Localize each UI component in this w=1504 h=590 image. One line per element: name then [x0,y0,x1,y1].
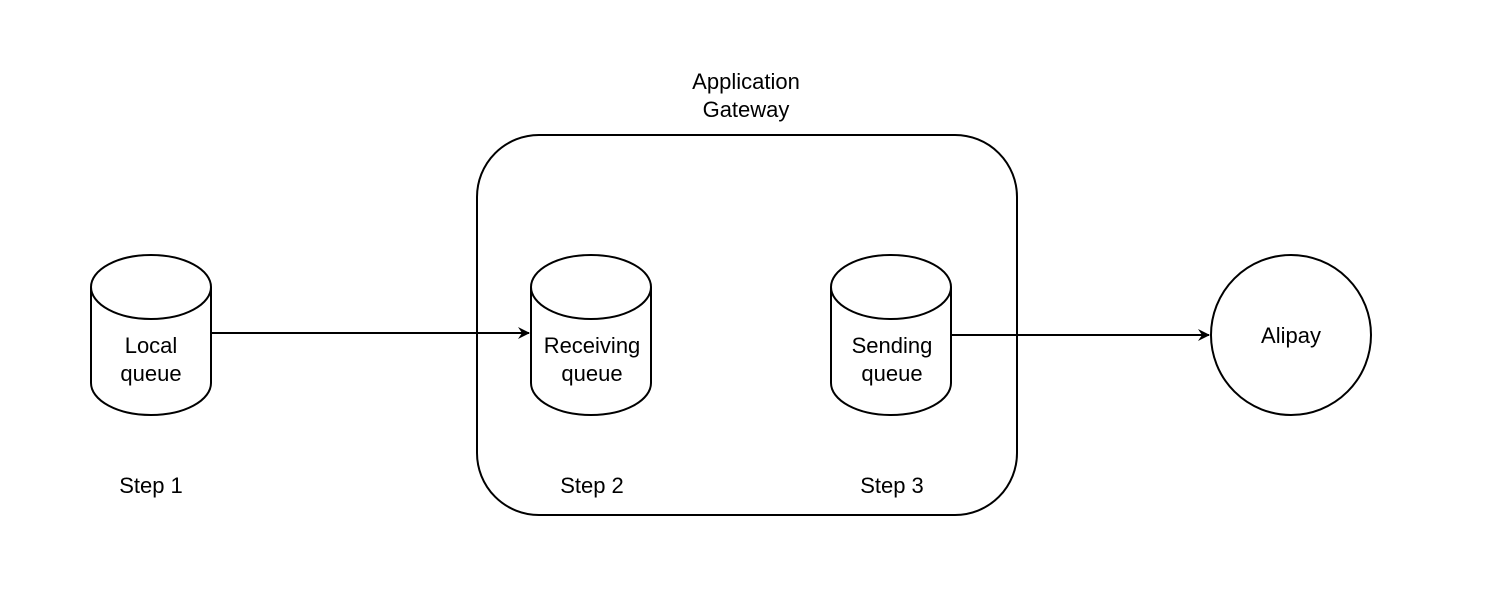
gateway-title-line2: Gateway [702,97,790,122]
step-1-label: Step 1 [119,473,183,498]
receiving-queue-label: Receiving queue [492,332,692,388]
step-3-label: Step 3 [860,473,924,498]
local-queue-cylinder [90,254,212,416]
step-2-label: Step 2 [560,473,624,498]
local-queue-label-line2: queue [120,361,182,386]
receiving-queue-label-line1: Receiving [543,333,641,358]
application-gateway-container [476,134,1018,516]
sending-queue-cylinder [830,254,952,416]
sending-queue-label-line2: queue [861,361,923,386]
gateway-title: Application Gateway [646,68,846,124]
local-queue-label: Local queue [51,332,251,388]
receiving-queue-label-line2: queue [561,361,623,386]
local-queue-label-line1: Local [124,333,178,358]
alipay-label: Alipay [1261,323,1321,348]
sending-queue-label: Sending queue [792,332,992,388]
alipay-circle [1210,254,1372,416]
gateway-title-line1: Application [692,69,800,94]
sending-queue-label-line1: Sending [851,333,933,358]
receiving-queue-cylinder [530,254,652,416]
